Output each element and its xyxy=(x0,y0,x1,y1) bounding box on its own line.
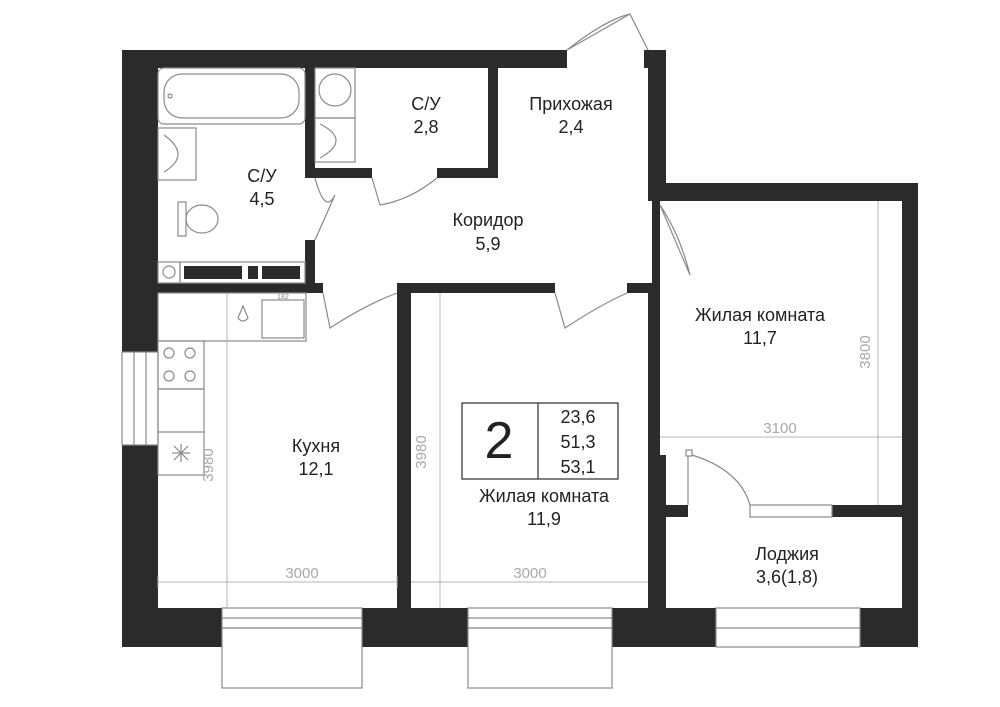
living-area: 23,6 xyxy=(560,407,595,427)
hallway-name: Прихожая xyxy=(529,94,612,114)
loggia-area: 3,6(1,8) xyxy=(756,567,818,587)
summary-box xyxy=(461,402,619,480)
dimension-labels: 3000 3980 3000 3980 3100 3800 xyxy=(200,335,874,582)
bath-large-name: С/У xyxy=(247,166,277,186)
bath-small-area: 2,8 xyxy=(413,117,438,137)
total-area-with-loggia: 53,1 xyxy=(560,457,595,477)
kitchen-area: 12,1 xyxy=(298,459,333,479)
dimension-lines xyxy=(157,201,902,608)
kitchen-name: Кухня xyxy=(292,436,340,456)
doors xyxy=(314,13,751,506)
corridor-area: 5,9 xyxy=(475,234,500,254)
bath-large-area: 4,5 xyxy=(249,189,274,209)
svg-text:182: 182 xyxy=(277,294,289,301)
windows xyxy=(121,351,861,689)
kitchen-fixtures: 182 xyxy=(157,292,307,476)
room-labels: С/У 2,8 Прихожая 2,4 С/У 4,5 Коридор 5,9… xyxy=(247,94,826,587)
summary-values: 2 23,6 51,3 53,1 xyxy=(485,407,596,477)
kitchen-width: 3000 xyxy=(285,565,318,582)
right-room-length: 3800 xyxy=(857,335,874,368)
loggia-name: Лоджия xyxy=(755,544,819,564)
total-area: 51,3 xyxy=(560,432,595,452)
interior-walls xyxy=(158,68,904,608)
right-room-width: 3100 xyxy=(763,420,796,437)
center-room-width: 3000 xyxy=(513,565,546,582)
living-right-area: 11,7 xyxy=(743,328,777,348)
kitchen-length: 3980 xyxy=(200,448,217,481)
corridor-name: Коридор xyxy=(452,210,523,230)
living-right-name: Жилая комната xyxy=(695,305,826,325)
living-center-name: Жилая комната xyxy=(479,486,610,506)
living-center-area: 11,9 xyxy=(527,509,561,529)
bath-small-name: С/У xyxy=(411,94,441,114)
center-room-length: 3980 xyxy=(413,435,430,468)
hallway-area: 2,4 xyxy=(558,117,583,137)
outer-walls xyxy=(122,50,918,647)
bath-fixtures xyxy=(157,67,356,284)
rooms-count: 2 xyxy=(485,412,514,470)
